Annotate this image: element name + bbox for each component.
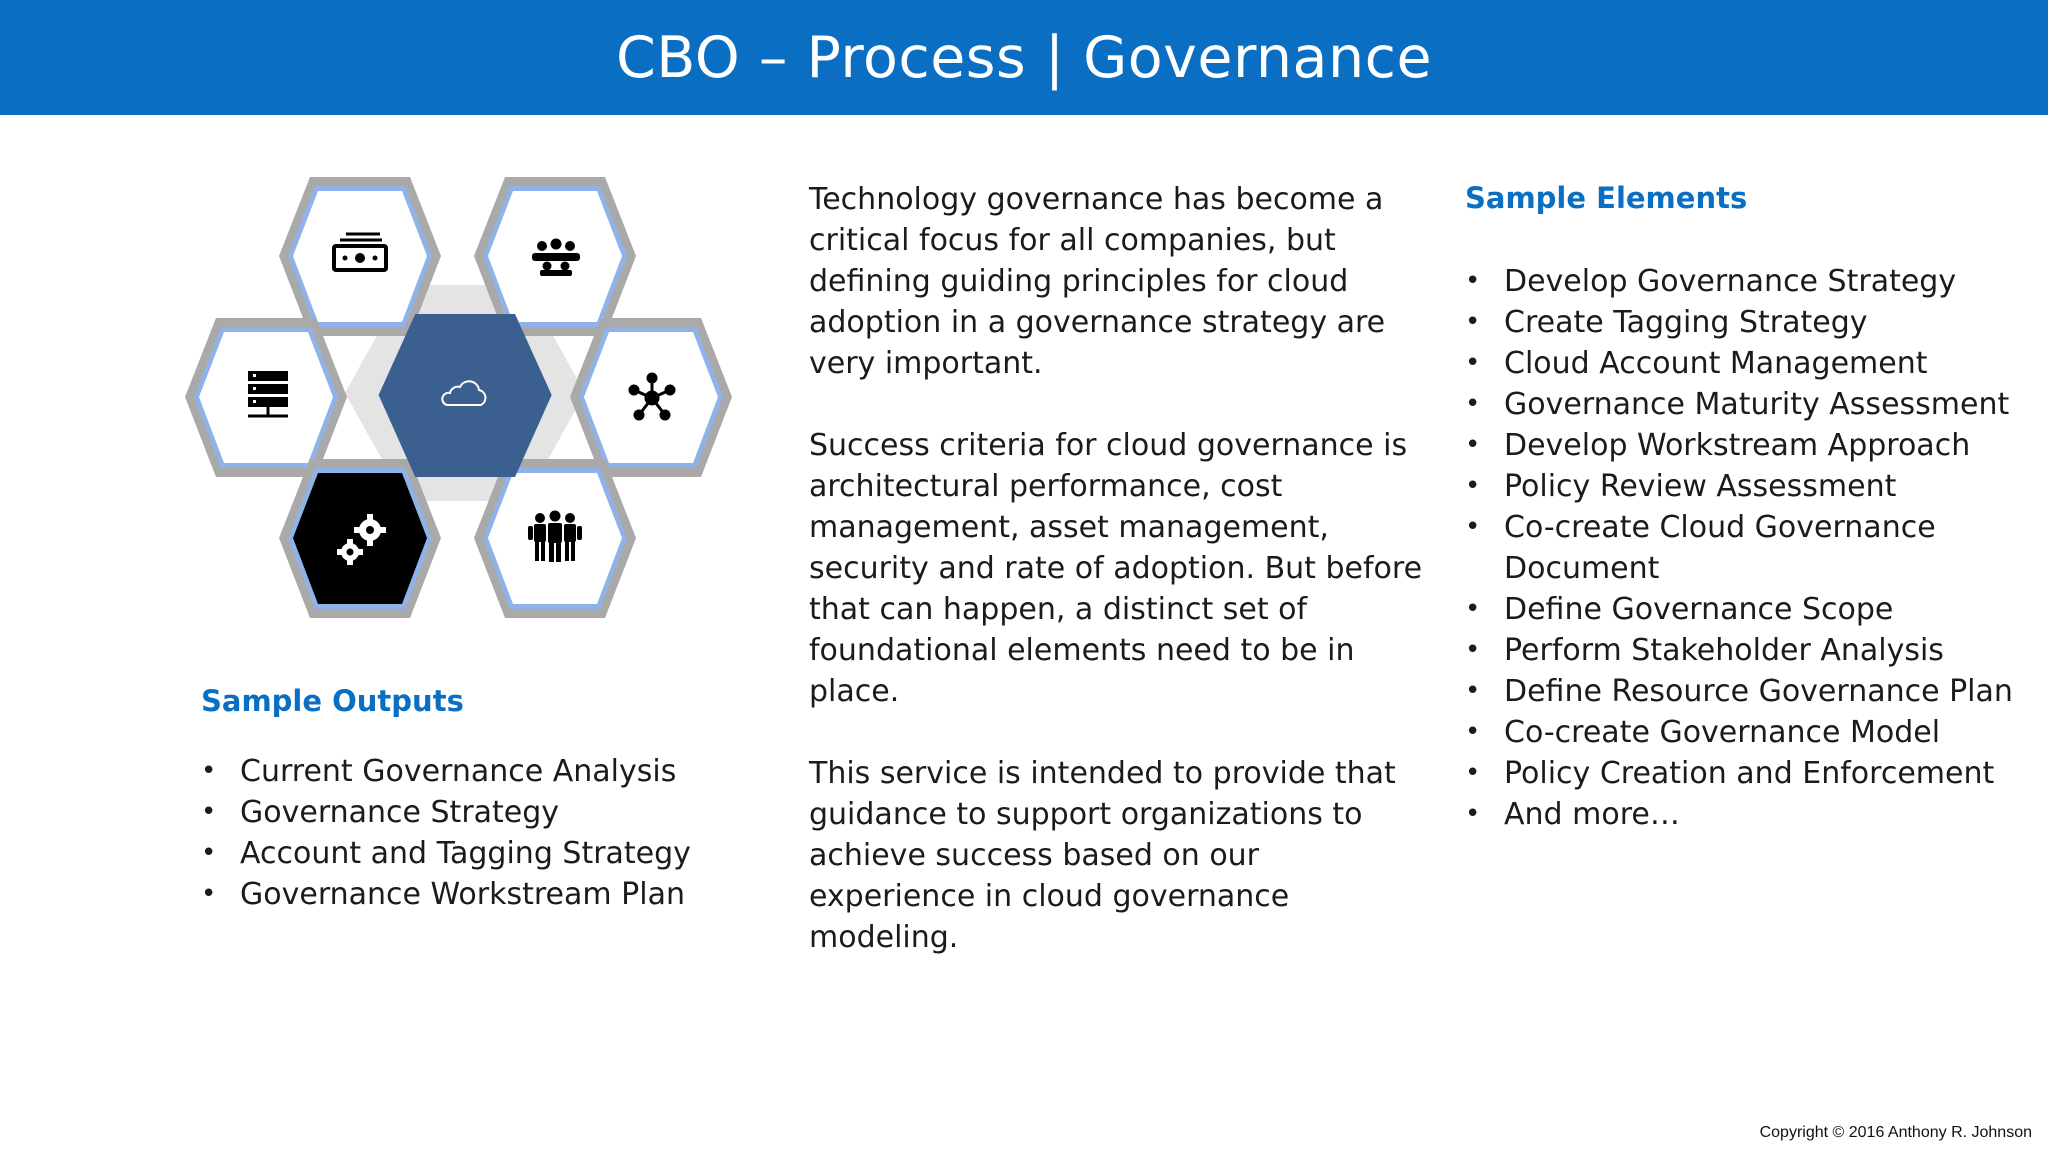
- title-bar: CBO – Process | Governance: [0, 0, 2048, 115]
- list-item: Create Tagging Strategy: [1465, 302, 2025, 343]
- body-copy: Technology governance has become a criti…: [809, 179, 1429, 999]
- people-icon: [528, 510, 582, 562]
- sample-elements-list: Develop Governance Strategy Create Taggi…: [1465, 261, 2025, 835]
- sample-outputs-list: Current Governance Analysis Governance S…: [201, 751, 691, 915]
- list-item: Account and Tagging Strategy: [201, 833, 691, 874]
- server-icon: [248, 371, 288, 418]
- body-paragraph: Success criteria for cloud governance is…: [809, 428, 1423, 709]
- copyright-notice: Copyright © 2016 Anthony R. Johnson: [1759, 1124, 2032, 1141]
- list-item: Define Resource Governance Plan: [1465, 671, 2025, 712]
- list-item: And more…: [1465, 794, 2025, 835]
- hex-cluster-graphic: [185, 177, 732, 618]
- hex-center: [378, 314, 552, 477]
- body-paragraph: This service is intended to provide that…: [809, 756, 1396, 955]
- list-item: Current Governance Analysis: [201, 751, 691, 792]
- list-item: Perform Stakeholder Analysis: [1465, 630, 2025, 671]
- hex-cell-network: [570, 318, 732, 477]
- hex-cell-people: [474, 459, 636, 618]
- list-item: Policy Review Assessment: [1465, 466, 2025, 507]
- sample-elements-heading: Sample Elements: [1465, 181, 1748, 215]
- cloud-icon: [441, 380, 487, 406]
- sample-outputs-heading: Sample Outputs: [201, 684, 464, 718]
- hex-cell-money: [279, 177, 441, 336]
- list-item: Develop Governance Strategy: [1465, 261, 2025, 302]
- hex-cell-group: [474, 177, 636, 336]
- network-icon: [628, 372, 676, 421]
- list-item: Develop Workstream Approach: [1465, 425, 2025, 466]
- group-icon: [532, 238, 580, 276]
- list-item: Define Governance Scope: [1465, 589, 2025, 630]
- hex-cell-gears: [279, 459, 441, 618]
- money-icon: [332, 232, 388, 272]
- body-paragraph: Technology governance has become a criti…: [809, 182, 1386, 381]
- list-item: Co-create Cloud Governance Document: [1465, 507, 2025, 589]
- list-item: Governance Workstream Plan: [201, 874, 691, 915]
- hex-cell-server: [185, 318, 347, 477]
- gears-icon: [337, 514, 386, 565]
- list-item: Cloud Account Management: [1465, 343, 2025, 384]
- page-title: CBO – Process | Governance: [615, 24, 1433, 91]
- list-item: Governance Maturity Assessment: [1465, 384, 2025, 425]
- list-item: Co-create Governance Model: [1465, 712, 2025, 753]
- list-item: Governance Strategy: [201, 792, 691, 833]
- list-item: Policy Creation and Enforcement: [1465, 753, 2025, 794]
